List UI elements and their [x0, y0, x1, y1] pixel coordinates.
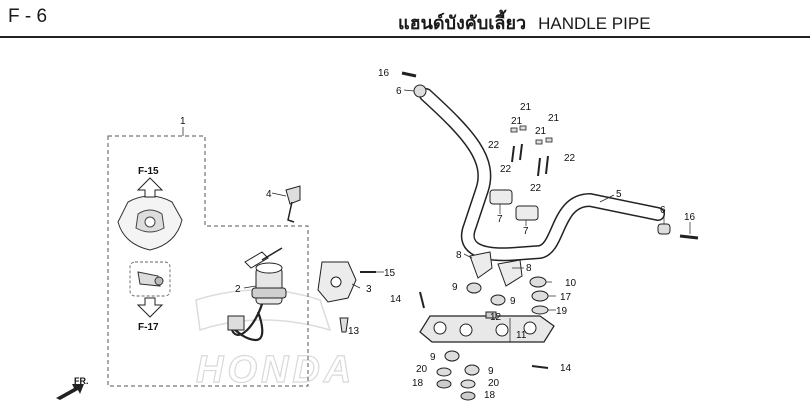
- callout-16a: 16: [378, 68, 390, 79]
- callout-5: 5: [616, 189, 622, 200]
- callout-21d: 21: [535, 126, 547, 137]
- callout-8a: 8: [456, 250, 462, 261]
- callout-18a: 18: [412, 378, 424, 389]
- page-title-thai: แฮนด์บังคับเลี้ยว: [398, 13, 527, 33]
- callout-3: 3: [366, 284, 372, 295]
- callout-21a: 21: [520, 102, 532, 113]
- front-direction-indicator: FR.: [56, 376, 89, 400]
- callout-18b: 18: [484, 390, 496, 401]
- callout-7b: 7: [523, 226, 529, 237]
- callout-9a: 9: [452, 282, 458, 293]
- callout-19: 19: [556, 306, 568, 317]
- callout-16b: 16: [684, 212, 696, 223]
- seat-lock-cylinder: [129, 261, 171, 297]
- callout-9c: 9: [430, 352, 436, 363]
- callout-2: 2: [235, 284, 241, 295]
- page-title: แฮนด์บังคับเลี้ยว HANDLE PIPE: [398, 8, 651, 37]
- callout-1: 1: [180, 116, 186, 127]
- page-title-english: HANDLE PIPE: [538, 14, 651, 33]
- honda-watermark: HONDA: [195, 289, 355, 392]
- ignition-key: [285, 185, 301, 223]
- callout-14b: 14: [560, 363, 572, 374]
- callout-21c: 21: [548, 113, 560, 124]
- callout-12: 12: [490, 312, 502, 323]
- callout-22b: 22: [500, 164, 512, 175]
- callout-9b: 9: [510, 296, 516, 307]
- callout-6b: 6: [660, 205, 666, 216]
- callout-20a: 20: [416, 364, 428, 375]
- handle-pipe: [419, 88, 665, 262]
- callout-6a: 6: [396, 86, 402, 97]
- callout-20b: 20: [488, 378, 500, 389]
- callout-9d: 9: [488, 366, 494, 377]
- ref-f15-label: F-15: [138, 166, 159, 177]
- callout-11: 11: [516, 330, 527, 341]
- ref-f17-label: F-17: [138, 322, 159, 333]
- callout-7a: 7: [497, 214, 503, 225]
- header-rule: [0, 36, 810, 38]
- callout-4: 4: [266, 189, 272, 200]
- callout-21b: 21: [511, 116, 523, 127]
- callout-22c: 22: [564, 153, 576, 164]
- callout-22d: 22: [530, 183, 542, 194]
- watermark-text: HONDA: [196, 349, 355, 391]
- fuel-cap-assembly: [117, 195, 183, 251]
- top-bridge: [419, 315, 555, 343]
- callout-numbers: 1 2 3 4 5 6 6 7 7 8 8 9 9 9 9 10 11 12 1…: [180, 68, 696, 401]
- ref-arrow-down-icon: [136, 297, 164, 318]
- callout-14a: 14: [390, 294, 402, 305]
- switch-bracket: [317, 261, 357, 333]
- callout-17: 17: [560, 292, 572, 303]
- page-code: F - 6: [8, 6, 48, 27]
- ignition-switch: [227, 247, 287, 342]
- front-label: FR.: [74, 376, 89, 386]
- callout-10: 10: [565, 278, 577, 289]
- callout-15: 15: [384, 268, 396, 279]
- callout-8b: 8: [526, 263, 532, 274]
- assembly-1-frame: [107, 135, 309, 387]
- callout-22a: 22: [488, 140, 500, 151]
- ref-arrow-up-icon: [136, 177, 164, 198]
- leader-lines: [243, 89, 691, 342]
- callout-13: 13: [348, 326, 360, 337]
